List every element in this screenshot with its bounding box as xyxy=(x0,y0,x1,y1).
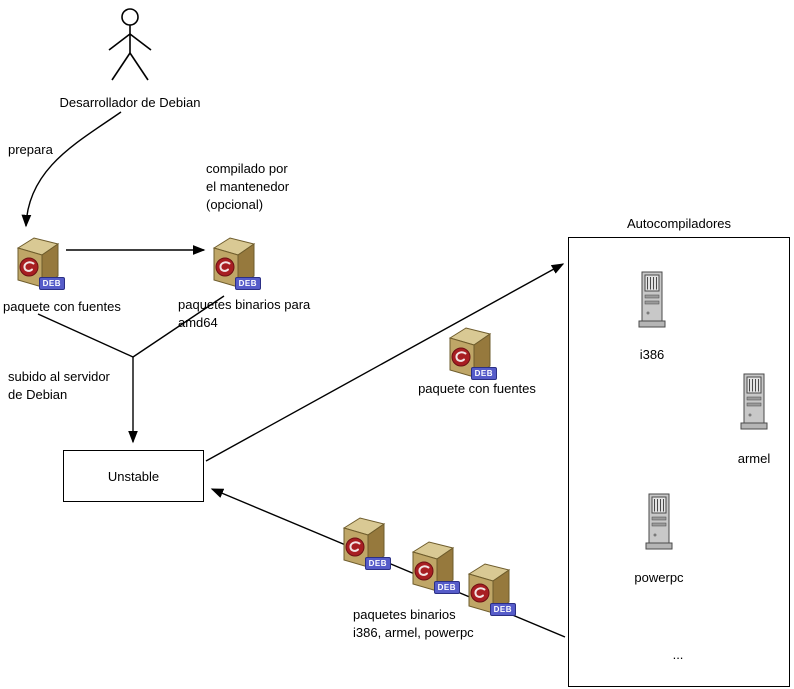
deb-badge-label: DEB xyxy=(364,557,391,570)
autobuilders-title: Autocompiladores xyxy=(626,216,732,231)
deb-badge-label: DEB xyxy=(489,603,516,616)
developer-label: Desarrollador de Debian xyxy=(59,95,201,110)
compilado-label: compilado por el mantenedor (opcional) xyxy=(206,161,290,213)
deb-badge-label: DEB xyxy=(433,581,460,594)
line-merge-left xyxy=(37,313,134,358)
prepara-label: prepara xyxy=(8,142,53,157)
built-package-icon-3: DEB xyxy=(466,560,516,618)
built-package-icon-1: DEB xyxy=(341,514,391,572)
source-package-icon: DEB xyxy=(15,234,65,292)
deb-badge-label: DEB xyxy=(234,277,261,290)
amd64-package-label: paquetes binarios para amd64 xyxy=(178,297,311,331)
uploaded-source-package-icon: DEB xyxy=(447,324,497,382)
unstable-label: Unstable xyxy=(107,468,160,484)
autobuilders-frame xyxy=(568,237,790,687)
built-packages-label: paquetes binarios i386, armel, powerpc xyxy=(353,607,474,641)
server-label-i386: i386 xyxy=(639,347,665,362)
arrow-source-to-autobuilders xyxy=(205,263,565,462)
server-icon-i386 xyxy=(637,271,667,329)
server-label-armel: armel xyxy=(737,451,771,466)
autobuilders-more-label: ... xyxy=(672,647,684,662)
deb-badge-label: DEB xyxy=(470,367,497,380)
deb-badge-label: DEB xyxy=(38,277,65,290)
subido-label: subido al servidor de Debian xyxy=(8,369,110,403)
arrow-prepara xyxy=(21,111,122,228)
uploaded-source-package-label: paquete con fuentes xyxy=(418,381,536,396)
built-package-icon-2: DEB xyxy=(410,538,460,596)
server-icon-powerpc xyxy=(644,493,674,551)
source-package-label: paquete con fuentes xyxy=(3,299,121,314)
developer-actor-icon xyxy=(100,6,160,94)
amd64-package-icon: DEB xyxy=(211,234,261,292)
unstable-node: Unstable xyxy=(63,450,204,502)
server-icon-armel xyxy=(739,373,769,431)
server-label-powerpc: powerpc xyxy=(634,570,684,585)
